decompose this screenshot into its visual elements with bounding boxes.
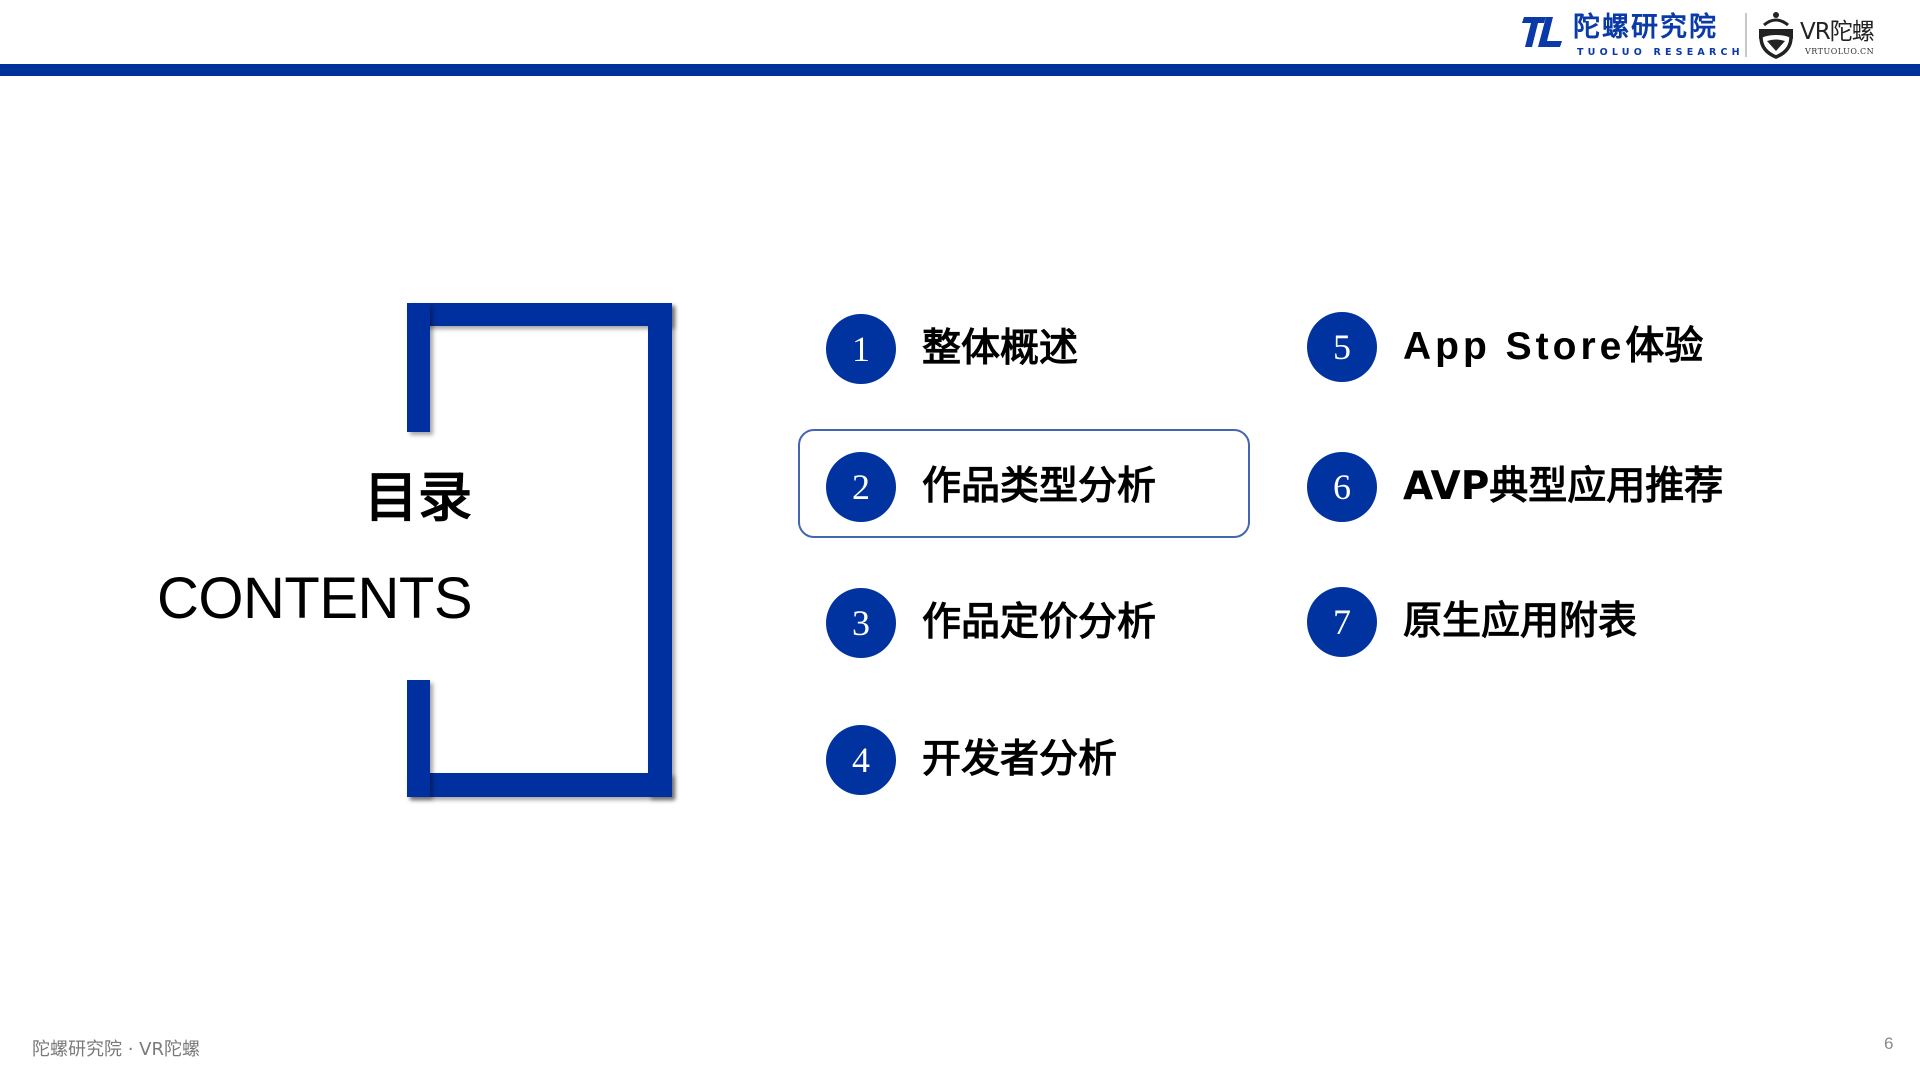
toc-number-badge: 6	[1307, 452, 1377, 522]
toc-item-label-cn: 体验	[1625, 324, 1704, 369]
toc-number-badge: 2	[826, 452, 896, 522]
toc-number-badge: 5	[1307, 312, 1377, 382]
toc-item-2[interactable]: 2 作品类型分析	[826, 451, 1156, 523]
toc-number-badge: 3	[826, 588, 896, 658]
partner-name-cn: VR陀螺	[1800, 19, 1875, 45]
bracket-left-lower	[407, 680, 430, 797]
toc-item-3[interactable]: 3 作品定价分析	[826, 587, 1156, 659]
active-item-highlight	[798, 429, 1250, 538]
toc-item-7[interactable]: 7 原生应用附表	[1307, 586, 1637, 658]
toc-item-label: 开发者分析	[922, 737, 1118, 782]
tuoluo-logo-icon	[1522, 17, 1562, 47]
toc-item-1[interactable]: 1 整体概述	[826, 313, 1078, 385]
toc-title-cn: 目录	[364, 466, 472, 529]
toc-number-badge: 4	[826, 725, 896, 795]
bracket-top	[407, 303, 672, 326]
toc-item-label: 整体概述	[922, 326, 1079, 371]
vr-headset-icon	[1759, 12, 1793, 59]
toc-item-label: 原生应用附表	[1403, 599, 1638, 644]
bracket-bottom	[407, 773, 672, 797]
toc-item-label: AVP典型应用推荐	[1403, 464, 1724, 509]
footer-source: 陀螺研究院 · VR陀螺	[32, 1039, 200, 1060]
brand-name-cn: 陀螺研究院	[1573, 12, 1718, 43]
toc-item-label: 作品定价分析	[922, 600, 1157, 645]
bracket-right	[648, 303, 672, 797]
bracket-left-upper	[407, 303, 430, 432]
page-number: 6	[1884, 1034, 1894, 1053]
header-accent-bar	[0, 64, 1920, 76]
toc-title-en: CONTENTS	[157, 566, 473, 631]
toc-item-4[interactable]: 4 开发者分析	[826, 724, 1117, 796]
toc-item-5[interactable]: 5 App Store体验	[1307, 311, 1703, 383]
toc-item-6[interactable]: 6 AVP典型应用推荐	[1307, 451, 1723, 523]
brand-name-en: TUOLUO RESEARCH	[1577, 47, 1744, 58]
toc-item-label: App Store体验	[1403, 323, 1703, 371]
logo-divider	[1745, 13, 1747, 57]
toc-item-label: 作品类型分析	[922, 464, 1157, 509]
toc-number-badge: 7	[1307, 587, 1377, 657]
toc-number-badge: 1	[826, 314, 896, 384]
toc-item-label-latin: App Store	[1403, 325, 1626, 368]
partner-url: VRTUOLUO.CN	[1805, 47, 1875, 56]
